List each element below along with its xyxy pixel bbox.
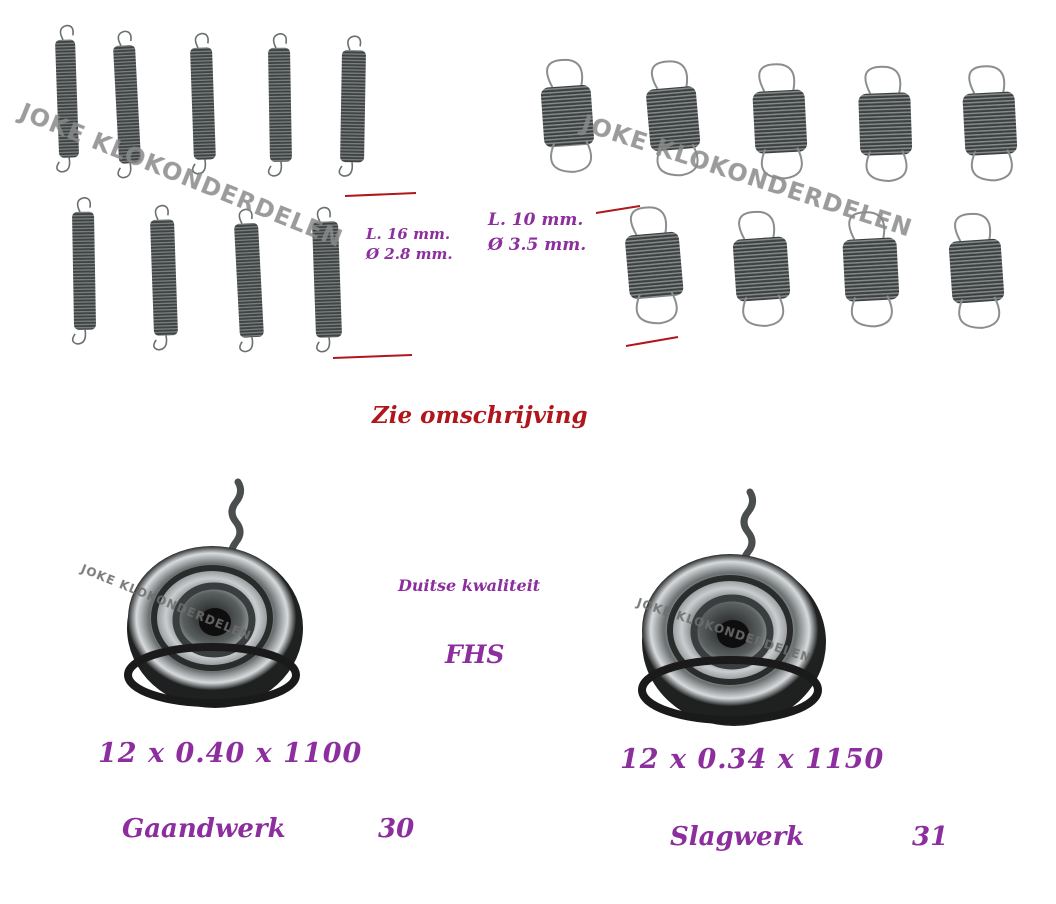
mainspring-right-size: 12 x 0.34 x 1150 [620, 744, 885, 775]
mainspring-left-size: 12 x 0.40 x 1100 [98, 738, 363, 769]
large-spring [962, 65, 1018, 182]
mainspring-left-image [124, 478, 303, 708]
small-spring-group [55, 24, 366, 353]
measure-line-bottom-small [332, 354, 413, 359]
large-spring [625, 206, 684, 325]
mainspring-right-number: 31 [912, 822, 949, 852]
quality-label: Duitse kwaliteit [398, 576, 541, 595]
mainspring-right-name: Slagwerk [670, 822, 805, 852]
small-spring-diameter: Ø 2.8 mm. [366, 245, 453, 263]
brand-label: FHS [445, 640, 505, 669]
large-spring [948, 212, 1005, 329]
large-spring [732, 210, 791, 327]
large-spring-diameter: Ø 3.5 mm. [488, 235, 587, 255]
mainspring-left-name: Gaandwerk [122, 814, 286, 844]
small-spring-length: L. 16 mm. [366, 225, 451, 243]
small-spring [312, 206, 342, 353]
small-spring [150, 204, 178, 351]
large-spring-length: L. 10 mm. [488, 210, 584, 230]
small-spring [113, 30, 141, 179]
large-spring-group [540, 58, 1018, 329]
description-note: Zie omschrijving [372, 402, 588, 429]
large-spring [540, 58, 594, 173]
small-spring [190, 32, 216, 175]
large-spring [752, 63, 808, 180]
measure-line-bottom-large [625, 336, 679, 347]
small-spring [267, 32, 292, 177]
mainspring-left-number: 30 [378, 814, 415, 844]
small-spring [338, 35, 366, 177]
large-spring [858, 65, 913, 182]
small-spring [55, 24, 79, 173]
small-spring [71, 196, 96, 345]
small-spring [234, 208, 264, 353]
large-spring [646, 60, 701, 177]
watermark-text-left: JOKE KLOKONDERDELEN [14, 97, 347, 253]
measure-line-top-large [595, 205, 641, 214]
mainspring-right-image [638, 488, 826, 726]
large-spring [842, 211, 900, 328]
measure-line-top-small [344, 192, 417, 197]
